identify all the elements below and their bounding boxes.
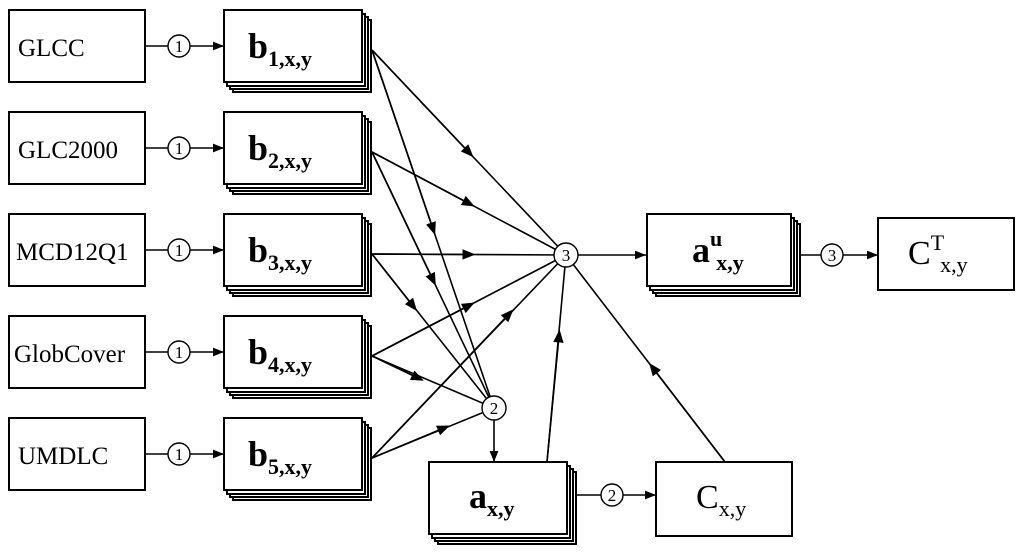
step-number: 1 bbox=[175, 343, 184, 362]
step-3-node: 3 bbox=[820, 243, 844, 267]
a-xy-stack: ax,y bbox=[428, 461, 577, 545]
aggregation-connectors bbox=[371, 49, 878, 500]
b2-label: b2,x,y bbox=[248, 128, 312, 173]
source-label: GLCC bbox=[18, 35, 85, 62]
b3-label: b3,x,y bbox=[248, 230, 312, 275]
step-1-node: 1 bbox=[167, 442, 191, 466]
step-1-node: 1 bbox=[167, 34, 191, 58]
source-globcover: GlobCover bbox=[8, 315, 146, 389]
b1-label: b1,x,y bbox=[248, 26, 312, 71]
step-number: 1 bbox=[175, 139, 184, 158]
a-xy-label: ax,y bbox=[469, 476, 515, 521]
b3-stack: b3,x,y bbox=[223, 213, 372, 297]
step-2-node: 2 bbox=[481, 395, 507, 421]
step-1-connectors bbox=[145, 41, 224, 459]
step-number: 2 bbox=[490, 399, 499, 418]
step-1-node: 1 bbox=[167, 340, 191, 364]
b2-stack: b2,x,y bbox=[223, 111, 372, 195]
step-number: 1 bbox=[175, 37, 184, 56]
step-2-node: 2 bbox=[600, 483, 624, 507]
source-umdlc: UMDLC bbox=[8, 417, 146, 491]
step-number: 2 bbox=[608, 486, 617, 505]
c-xy-box: Cx,y bbox=[655, 461, 793, 537]
source-label: GlobCover bbox=[14, 341, 126, 368]
step-1-node: 1 bbox=[167, 238, 191, 262]
step-3-node: 3 bbox=[553, 242, 579, 268]
step-1-node: 1 bbox=[167, 136, 191, 160]
b1-stack: b1,x,y bbox=[223, 9, 372, 93]
source-label: UMDLC bbox=[18, 443, 108, 470]
c-xy-label: Cx,y bbox=[696, 479, 746, 521]
step-number: 1 bbox=[175, 445, 184, 464]
source-glc2000: GLC2000 bbox=[8, 111, 146, 185]
source-label: GLC2000 bbox=[18, 137, 118, 164]
source-label: MCD12Q1 bbox=[16, 239, 129, 266]
b5-label: b5,x,y bbox=[248, 434, 312, 479]
b4-label: b4,x,y bbox=[248, 332, 312, 377]
b5-stack: b5,x,y bbox=[223, 417, 372, 501]
step-number: 1 bbox=[175, 241, 184, 260]
step-number: 3 bbox=[828, 246, 837, 265]
b4-stack: b4,x,y bbox=[223, 315, 372, 399]
step-number: 3 bbox=[562, 246, 571, 265]
source-mcd12q1: MCD12Q1 bbox=[8, 213, 146, 287]
source-glcc: GLCC bbox=[8, 9, 146, 83]
